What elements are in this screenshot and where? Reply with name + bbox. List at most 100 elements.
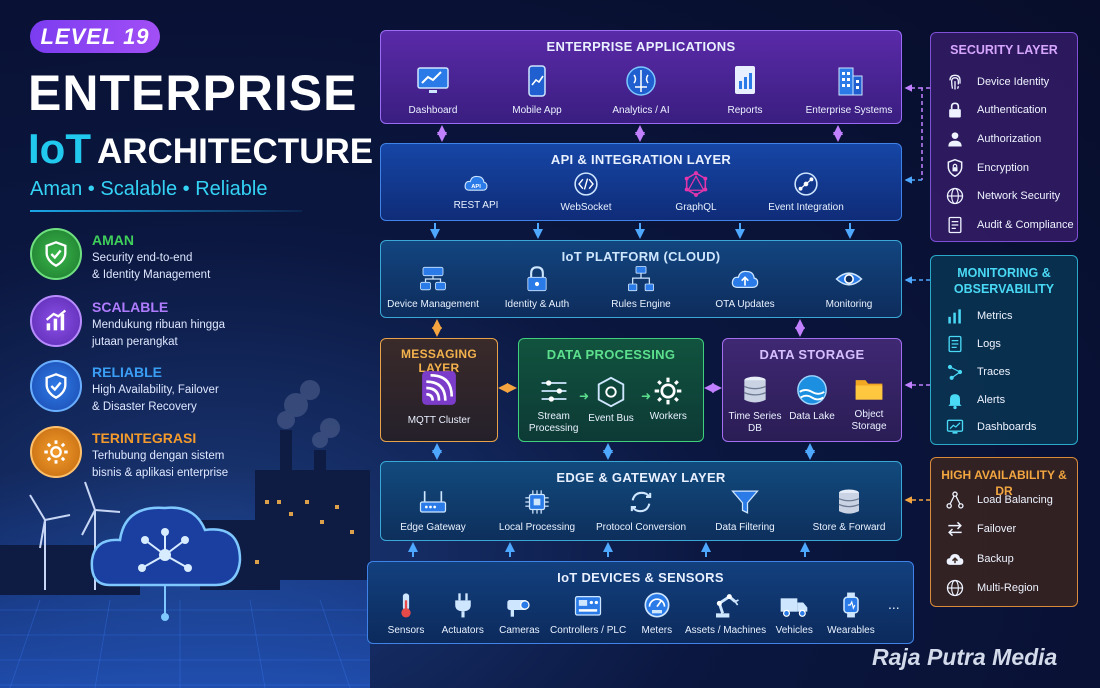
item-store-forward: Store & Forward	[803, 487, 895, 534]
camera-icon	[507, 600, 531, 617]
iot-devices-layer: IoT DEVICES & SENSORS Sensors Actuators …	[367, 561, 914, 644]
ha-item-failover: Failover	[945, 518, 1016, 540]
item-edge-gateway: Edge Gateway	[387, 487, 479, 534]
item-ota-updates: OTA Updates	[699, 264, 791, 311]
monitoring-item-logs: Logs	[945, 333, 1001, 355]
feature-title: SCALABLE	[92, 299, 169, 315]
item-dashboard: Dashboard	[387, 63, 479, 117]
feature-title: RELIABLE	[92, 364, 162, 380]
feature-title: TERINTEGRASI	[92, 430, 197, 446]
security-item-authentication: Authentication	[945, 99, 1047, 121]
data-processing-layer: DATA PROCESSING Stream Processing Event …	[518, 338, 704, 442]
layer-title: EDGE & GATEWAY LAYER	[556, 470, 726, 485]
eye-icon	[835, 272, 863, 286]
cloud-network-illustration	[90, 506, 242, 621]
gear-icon	[30, 426, 82, 478]
item-sensors: Sensors	[378, 590, 434, 637]
item-device-management: Device Management	[387, 264, 479, 311]
feature-desc: High Availability, Failover& Disaster Re…	[92, 384, 219, 413]
log-document-icon	[948, 335, 962, 353]
tagline-divider	[30, 210, 302, 212]
iot-platform-layer: IoT PLATFORM (CLOUD) Device Management I…	[380, 240, 902, 318]
sliders-icon	[541, 380, 567, 402]
panel-title: SECURITY LAYER	[950, 43, 1058, 57]
cloud-upload-icon	[946, 554, 964, 565]
globe-icon	[946, 187, 964, 205]
brand-watermark: Raja Putra Media	[872, 644, 1058, 670]
bell-icon	[948, 394, 962, 410]
security-item-network-security: Network Security	[945, 185, 1060, 207]
feature-title: AMAN	[92, 232, 134, 248]
item-monitoring: Monitoring	[803, 264, 895, 311]
thermometer-icon	[401, 593, 411, 618]
api-cloud-icon: API	[464, 175, 488, 191]
item-analytics-ai: Analytics / AI	[595, 63, 687, 117]
item-mobile-app: Mobile App	[491, 63, 583, 117]
item-mqtt-cluster: MQTT Cluster	[393, 369, 485, 427]
security-item-encryption: Encryption	[945, 157, 1029, 179]
dashboard-monitor-icon	[946, 419, 964, 434]
plug-icon	[454, 593, 471, 618]
chip-icon	[525, 490, 549, 514]
arrow-right-icon: ➜	[641, 389, 652, 403]
item-protocol-conversion: Protocol Conversion	[595, 487, 687, 534]
edge-gateway-layer: EDGE & GATEWAY LAYER Edge Gateway Local …	[380, 461, 902, 541]
flowchart-icon	[628, 266, 654, 292]
shield-check-icon	[30, 360, 82, 412]
padlock-icon	[949, 102, 961, 118]
factory-silhouette	[0, 430, 370, 595]
item-websocket: WebSocket	[540, 170, 632, 214]
report-document-icon	[735, 66, 755, 94]
item-enterprise-systems: Enterprise Systems	[803, 63, 895, 117]
item-local-processing: Local Processing	[491, 487, 583, 534]
shield-check-icon	[30, 228, 82, 280]
item-stream-processing: Stream Processing	[525, 375, 582, 435]
monitoring-item-traces: Traces	[945, 361, 1010, 383]
checklist-icon	[948, 216, 962, 234]
database-icon	[744, 376, 766, 403]
security-item-authorization: Authorization	[945, 128, 1041, 150]
cloud-upload-icon	[731, 270, 759, 288]
enterprise-applications-layer: ENTERPRISE APPLICATIONS Dashboard Mobile…	[380, 30, 902, 124]
panel-title: MONITORING &OBSERVABILITY	[953, 266, 1055, 296]
feature-reliable: RELIABLE High Availability, Failover& Di…	[30, 360, 310, 416]
item-reports: Reports	[699, 63, 791, 117]
controller-icon	[574, 596, 602, 616]
growth-chart-icon	[30, 295, 82, 347]
robot-arm-icon	[715, 594, 739, 618]
feature-aman: AMAN Security end-to-end& Identity Manag…	[30, 228, 310, 284]
layer-title: DATA STORAGE	[759, 347, 865, 362]
globe-icon	[946, 579, 964, 597]
item-data-lake: Data Lake	[784, 373, 840, 435]
level-badge: LEVEL 19	[30, 20, 160, 53]
item-cameras: Cameras	[491, 590, 547, 637]
ha-item-load-balancing: Load Balancing	[945, 489, 1053, 511]
item-rules-engine: Rules Engine	[595, 264, 687, 311]
database-icon	[838, 489, 860, 514]
panel-title: HIGH AVAILABILITY & DR	[941, 468, 1067, 498]
ha-item-backup: Backup	[945, 548, 1014, 570]
item-data-filtering: Data Filtering	[699, 487, 791, 534]
mobile-phone-icon	[528, 65, 546, 97]
building-icon	[838, 67, 863, 96]
layer-title: IoT PLATFORM (CLOUD)	[561, 249, 721, 264]
arrow-right-icon: ➜	[579, 389, 590, 403]
item-vehicles: Vehicles	[766, 590, 822, 637]
graphql-icon	[684, 171, 708, 197]
swap-arrows-icon	[948, 521, 962, 537]
router-icon	[419, 491, 447, 513]
messaging-layer: MESSAGING LAYER MQTT Cluster	[380, 338, 498, 442]
item-rest-api: API REST API	[430, 170, 522, 214]
padlock-icon	[527, 266, 547, 292]
item-assets-machines: Assets / Machines	[685, 590, 766, 637]
layer-title: IoT DEVICES & SENSORS	[557, 570, 724, 585]
item-meters: Meters	[629, 590, 685, 637]
item-controllers-plc: Controllers / PLC	[548, 590, 628, 637]
bar-chart-icon	[948, 309, 961, 324]
grid-floor	[0, 599, 370, 688]
trace-nodes-icon	[947, 364, 963, 380]
